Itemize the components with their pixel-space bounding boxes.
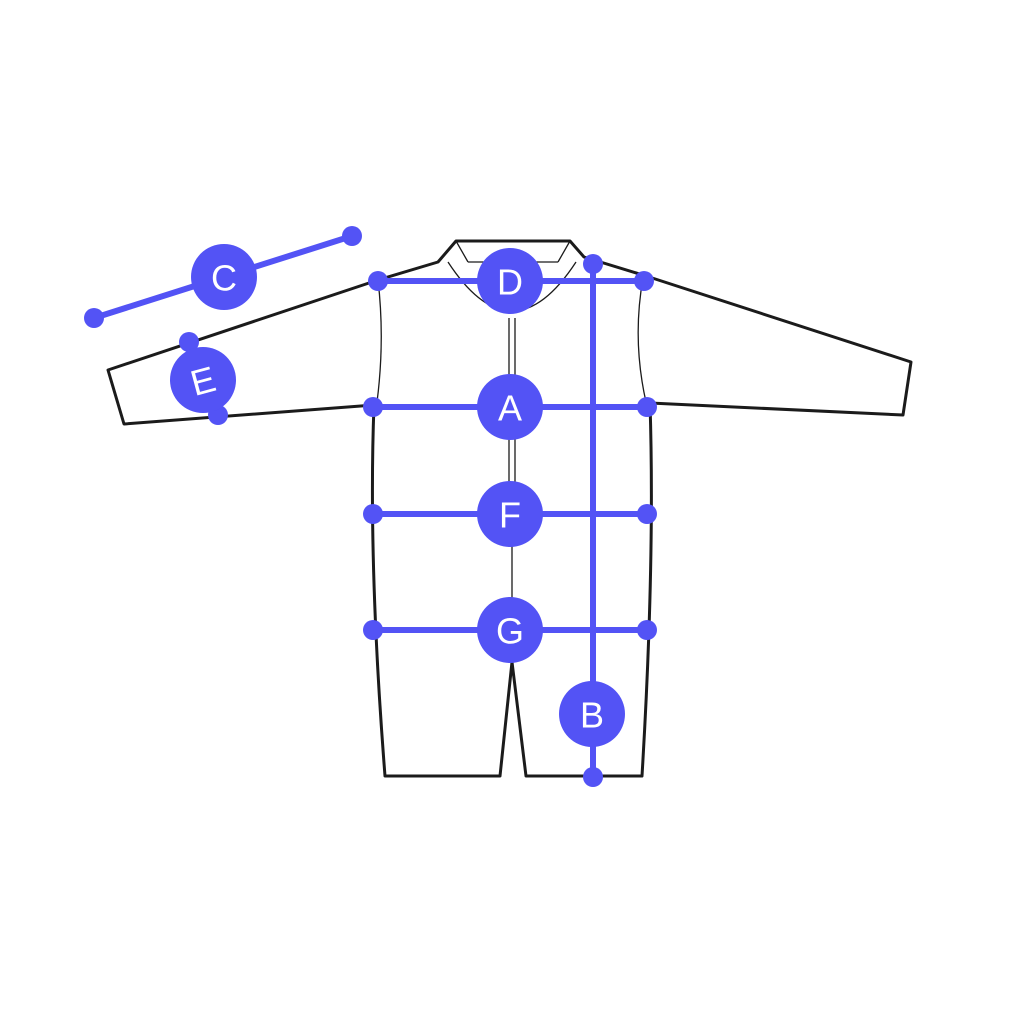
measure-end-dot [637,397,657,417]
label-badge-d: D [477,248,543,314]
measure-end-dot [84,308,104,328]
romper-body-outline [106,239,913,778]
right-armhole-seam [637,277,647,403]
measurement-lines [84,226,657,787]
label-badge-b: B [559,681,625,747]
label-badge-e: E [170,347,236,413]
label-c: C [211,258,237,299]
measure-end-dot [637,504,657,524]
label-badge-g: G [477,597,543,663]
label-badge-a: A [477,374,543,440]
measure-end-dot [637,620,657,640]
measure-end-dot [583,767,603,787]
measure-end-dot [583,254,603,274]
measure-end-dot [363,397,383,417]
measurement-labels: C D E A F G B [170,244,625,747]
label-b: B [580,695,604,736]
measure-end-dot [363,620,383,640]
measure-end-dot [179,332,199,352]
label-f: F [499,495,521,536]
measure-end-dot [363,504,383,524]
label-a: A [498,388,522,429]
label-g: G [496,611,524,652]
measure-end-dot [634,271,654,291]
measure-end-dot [342,226,362,246]
label-d: D [497,262,523,303]
measure-end-dot [368,271,388,291]
left-armhole-seam [376,279,382,403]
label-badge-c: C [191,244,257,310]
label-badge-f: F [477,481,543,547]
